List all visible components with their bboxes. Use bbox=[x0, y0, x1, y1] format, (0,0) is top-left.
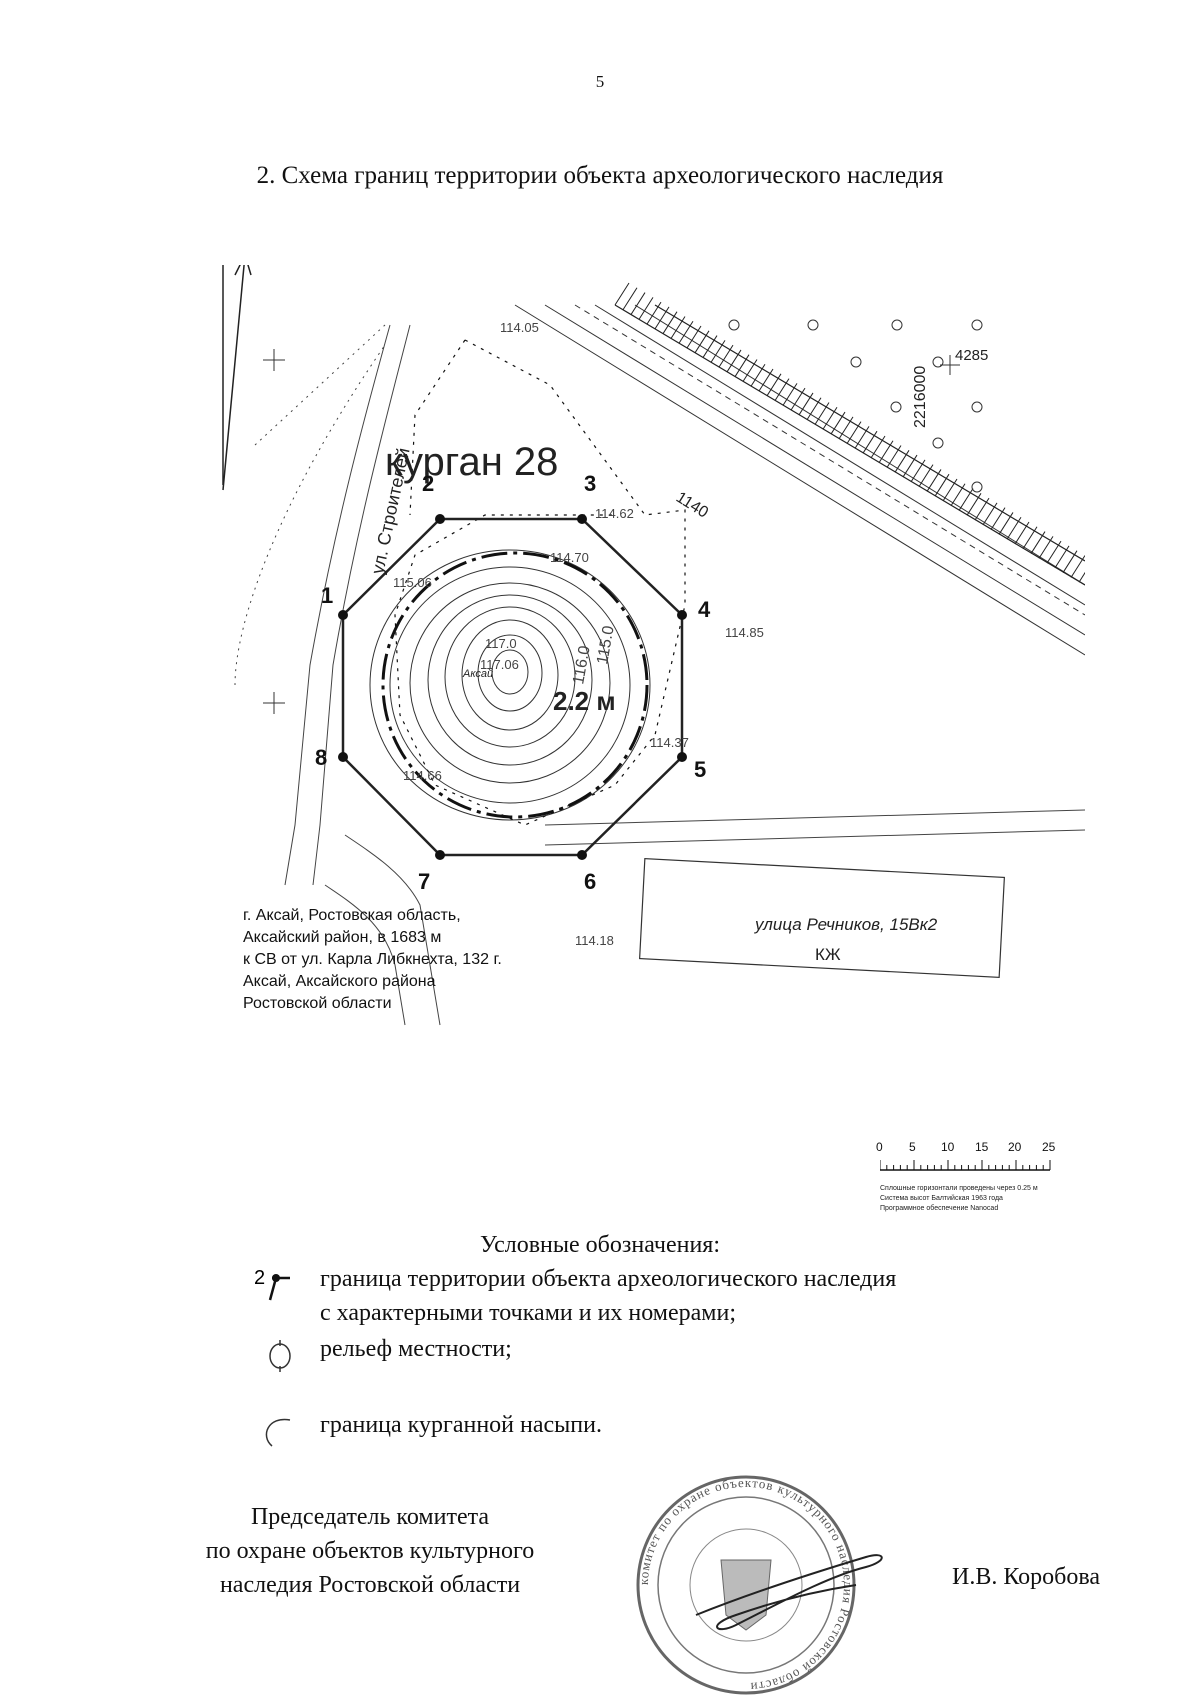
position-line: наследия Ростовской области bbox=[219, 1572, 521, 1598]
scale-notes: Сплошные горизонтали проведены через 0.2… bbox=[880, 1184, 1038, 1214]
document-heading: 2. Схема границ территории объекта архео… bbox=[256, 162, 944, 189]
legend-text: граница курганной насыпи. bbox=[320, 1412, 602, 1438]
map-drawing: курган 28 ул. Строителей улица Речников,… bbox=[222, 265, 1085, 1026]
territory-boundary bbox=[341, 517, 684, 857]
height-label: 2.2 м bbox=[553, 686, 616, 716]
elevation-label: 114.05 bbox=[500, 320, 539, 335]
legend-title: Условные обозначения: bbox=[479, 1232, 721, 1258]
boundary-point-icon: 2 bbox=[254, 1267, 290, 1301]
position-line: по охране объектов культурного bbox=[205, 1538, 535, 1564]
coordinate-label: 2216000 bbox=[912, 366, 929, 428]
contour-label: 1140 bbox=[673, 489, 711, 522]
location-line: Аксайский район, в 1683 м bbox=[243, 929, 441, 946]
boundary-point-label: 6 bbox=[584, 869, 596, 894]
grid-label: 4285 bbox=[955, 347, 988, 364]
elevation-label: 114.66 bbox=[403, 768, 442, 783]
boundary-point-label: 1 bbox=[321, 583, 333, 608]
elevation-label: 114.62 bbox=[595, 506, 634, 521]
svg-text:2: 2 bbox=[254, 1267, 265, 1289]
railway-hatching bbox=[614, 304, 1085, 586]
north-arrow-icon bbox=[222, 265, 252, 491]
location-line: г. Аксай, Ростовская область, bbox=[243, 907, 461, 924]
scale-tick: 20 bbox=[1008, 1140, 1022, 1154]
handwritten-signature bbox=[695, 1554, 883, 1631]
official-seal: комитет по охране объектов культурного н… bbox=[636, 1475, 883, 1695]
boundary-vertex bbox=[338, 610, 348, 620]
boundary-point-label: 8 bbox=[315, 745, 327, 770]
archaeological-map: курган 28 ул. Строителей улица Речников,… bbox=[215, 265, 1085, 1125]
signatory-position: Председатель комитета по охране объектов… bbox=[150, 1500, 590, 1602]
scale-tick: 15 bbox=[975, 1140, 989, 1154]
boundary-point-label: 3 bbox=[584, 471, 596, 496]
elevation-label: 116.0 bbox=[570, 644, 594, 685]
scale-bar: 0 5 10 15 20 25 Сплошные горизонтали про… bbox=[876, 1140, 1080, 1220]
scale-tick: 10 bbox=[941, 1140, 955, 1154]
elevation-label: 114.18 bbox=[575, 933, 614, 948]
grid-crosses bbox=[263, 349, 960, 714]
legend-text: с характерными точками и их номерами; bbox=[320, 1300, 736, 1326]
page-number: 5 bbox=[595, 72, 605, 91]
boundary-vertex bbox=[577, 850, 587, 860]
location-line: к СВ от ул. Карла Либкнехта, 132 г. bbox=[243, 951, 502, 968]
scale-note: Сплошные горизонтали проведены через 0.2… bbox=[880, 1185, 1038, 1192]
boundary-point-label: 4 bbox=[698, 597, 711, 622]
scale-tick: 25 bbox=[1042, 1140, 1056, 1154]
scale-note: Система высот Балтийская 1963 года bbox=[880, 1195, 1003, 1202]
relief-icon bbox=[269, 1340, 291, 1372]
building-outline bbox=[638, 858, 1006, 978]
elevation-label: 117.06 bbox=[480, 657, 519, 672]
elevation-label: 114.37 bbox=[650, 735, 689, 750]
scale-tick: 5 bbox=[909, 1140, 916, 1154]
boundary-vertex bbox=[435, 850, 445, 860]
mound-boundary-icon bbox=[265, 1418, 291, 1447]
location-description: г. Аксай, Ростовская область, Аксайский … bbox=[243, 907, 502, 1012]
zone-label: КЖ bbox=[815, 945, 841, 964]
mound-boundary bbox=[381, 551, 649, 819]
boundary-vertex bbox=[677, 752, 687, 762]
tree-symbols bbox=[728, 319, 983, 493]
legend-text: рельеф местности; bbox=[320, 1336, 512, 1362]
elevation-label: 115.06 bbox=[393, 575, 432, 590]
boundary-vertex bbox=[338, 752, 348, 762]
street-label-2: улица Речников, 15Вк2 bbox=[754, 915, 938, 934]
signatory-name: И.В. Коробова bbox=[952, 1564, 1101, 1590]
boundary-vertex bbox=[435, 514, 445, 524]
object-label: курган 28 bbox=[385, 440, 558, 484]
elevation-label: 114.85 bbox=[725, 625, 764, 640]
elevation-label: 117.0 bbox=[485, 636, 517, 651]
location-line: Аксай, Аксайского района bbox=[243, 973, 436, 990]
location-line: Ростовской области bbox=[243, 995, 392, 1012]
boundary-vertex bbox=[577, 514, 587, 524]
elevation-label: 114.70 bbox=[550, 550, 589, 565]
boundary-point-label: 7 bbox=[418, 869, 430, 894]
boundary-vertex bbox=[677, 610, 687, 620]
relief-contours bbox=[369, 549, 651, 821]
elevation-label: 115.0 bbox=[594, 624, 618, 665]
survey-line bbox=[394, 339, 686, 826]
boundary-point-label: 5 bbox=[694, 757, 706, 782]
scale-ruler bbox=[880, 1160, 1051, 1171]
scale-tick: 0 bbox=[876, 1140, 883, 1154]
point-label: Аксай bbox=[462, 668, 493, 680]
legend-text: граница территории объекта археологическ… bbox=[320, 1266, 897, 1292]
boundary-point-label: 2 bbox=[422, 471, 434, 496]
position-line: Председатель комитета bbox=[250, 1504, 490, 1530]
scale-note: Программное обеспечение Nanocad bbox=[880, 1205, 999, 1212]
